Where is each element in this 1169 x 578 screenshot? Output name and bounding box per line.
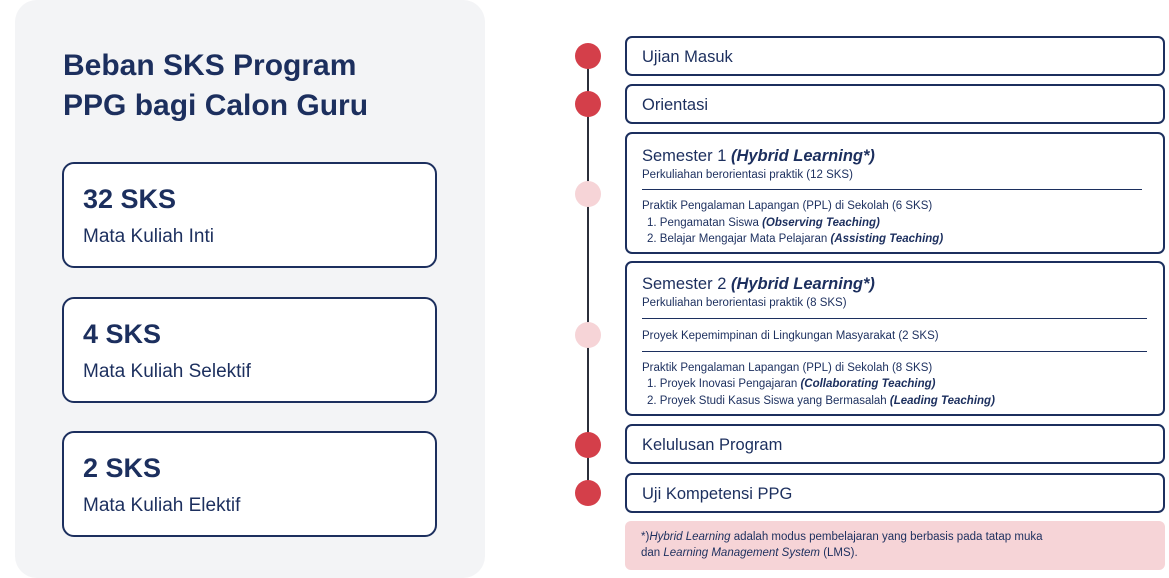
step-title: Kelulusan Program	[642, 436, 783, 454]
semester-1-title: Semester 1 (Hybrid Learning*)	[642, 147, 875, 166]
panel-title-line-1: Beban SKS Program	[63, 49, 357, 82]
footnote-term-lms: Learning Management System	[663, 547, 821, 559]
step-title: Uji Kompetensi PPG	[642, 485, 793, 503]
item-em: (Assisting Teaching)	[830, 233, 944, 245]
semester-2-project: Proyek Kepemimpinan di Lingkungan Masyar…	[642, 330, 939, 342]
sks-value: 2 SKS	[83, 453, 162, 483]
step-title: Ujian Masuk	[642, 48, 733, 66]
sks-label: Mata Kuliah Selektif	[83, 361, 251, 382]
item-em: (Collaborating Teaching)	[800, 378, 936, 390]
item-text: 1. Pengamatan Siswa	[647, 217, 759, 229]
semester-2-label: Semester 2	[642, 275, 727, 293]
timeline-line	[587, 55, 589, 495]
sks-card-elektif: 2 SKS Mata Kuliah Elektif	[62, 431, 437, 537]
sks-label: Mata Kuliah Inti	[83, 226, 214, 247]
step-uji-kompetensi: Uji Kompetensi PPG	[625, 473, 1165, 513]
footnote-line-2: dan Learning Management System (LMS).	[641, 547, 858, 559]
step-semester-2: Semester 2 (Hybrid Learning*) Perkuliaha…	[625, 261, 1165, 416]
sks-value: 32 SKS	[83, 184, 177, 214]
semester-1-label: Semester 1	[642, 147, 727, 165]
semester-1-ppl: Praktik Pengalaman Lapangan (PPL) di Sek…	[642, 200, 933, 212]
divider	[642, 189, 1142, 190]
footnote-term-hybrid: Hybrid Learning	[649, 531, 731, 543]
footnote-box: *)Hybrid Learning adalah modus pembelaja…	[625, 521, 1165, 570]
step-title: Orientasi	[642, 96, 709, 114]
semester-2-item-2: 2. Proyek Studi Kasus Siswa yang Bermasa…	[647, 395, 995, 407]
panel-title: Beban SKS Program PPG bagi Calon Guru	[63, 46, 443, 126]
step-kelulusan-program: Kelulusan Program	[625, 424, 1165, 464]
semester-2-course: Perkuliahan berorientasi praktik (8 SKS)	[642, 297, 847, 309]
timeline-dot-uji-kompetensi	[575, 480, 601, 506]
sks-card-inti: 32 SKS Mata Kuliah Inti	[62, 162, 437, 268]
item-em: (Observing Teaching)	[762, 217, 880, 229]
sks-value: 4 SKS	[83, 319, 162, 349]
timeline-dot-semester-1	[575, 181, 601, 207]
footnote-marker: *)	[641, 531, 650, 543]
footnote-text: (LMS).	[820, 547, 858, 559]
sks-card-selektif: 4 SKS Mata Kuliah Selektif	[62, 297, 437, 403]
footnote-line-1: *)Hybrid Learning adalah modus pembelaja…	[641, 531, 1042, 543]
divider	[642, 318, 1147, 319]
semester-1-item-1: 1. Pengamatan Siswa (Observing Teaching)	[647, 217, 880, 229]
semester-1-mode: (Hybrid Learning*)	[730, 147, 875, 165]
item-text: 1. Proyek Inovasi Pengajaran	[647, 378, 798, 390]
item-em: (Leading Teaching)	[889, 395, 995, 407]
timeline-dot-semester-2	[575, 322, 601, 348]
semester-2-ppl: Praktik Pengalaman Lapangan (PPL) di Sek…	[642, 362, 933, 374]
footnote-text: dan	[641, 547, 664, 559]
timeline-dot-ujian-masuk	[575, 43, 601, 69]
semester-1-item-2: 2. Belajar Mengajar Mata Pelajaran (Assi…	[647, 233, 943, 245]
item-text: 2. Proyek Studi Kasus Siswa yang Bermasa…	[647, 395, 887, 407]
semester-2-title: Semester 2 (Hybrid Learning*)	[642, 275, 875, 294]
semester-2-mode: (Hybrid Learning*)	[730, 275, 875, 293]
sks-label: Mata Kuliah Elektif	[83, 495, 241, 516]
timeline-dot-orientasi	[575, 91, 601, 117]
step-semester-1: Semester 1 (Hybrid Learning*) Perkuliaha…	[625, 132, 1165, 254]
step-ujian-masuk: Ujian Masuk	[625, 36, 1165, 76]
timeline-dot-kelulusan	[575, 432, 601, 458]
panel-title-line-2: PPG bagi Calon Guru	[63, 89, 369, 122]
semester-2-item-1: 1. Proyek Inovasi Pengajaran (Collaborat…	[647, 378, 935, 390]
semester-1-course: Perkuliahan berorientasi praktik (12 SKS…	[642, 169, 853, 181]
step-orientasi: Orientasi	[625, 84, 1165, 124]
item-text: 2. Belajar Mengajar Mata Pelajaran	[647, 233, 828, 245]
footnote-text: adalah modus pembelajaran yang berbasis …	[730, 531, 1043, 543]
divider	[642, 351, 1147, 352]
